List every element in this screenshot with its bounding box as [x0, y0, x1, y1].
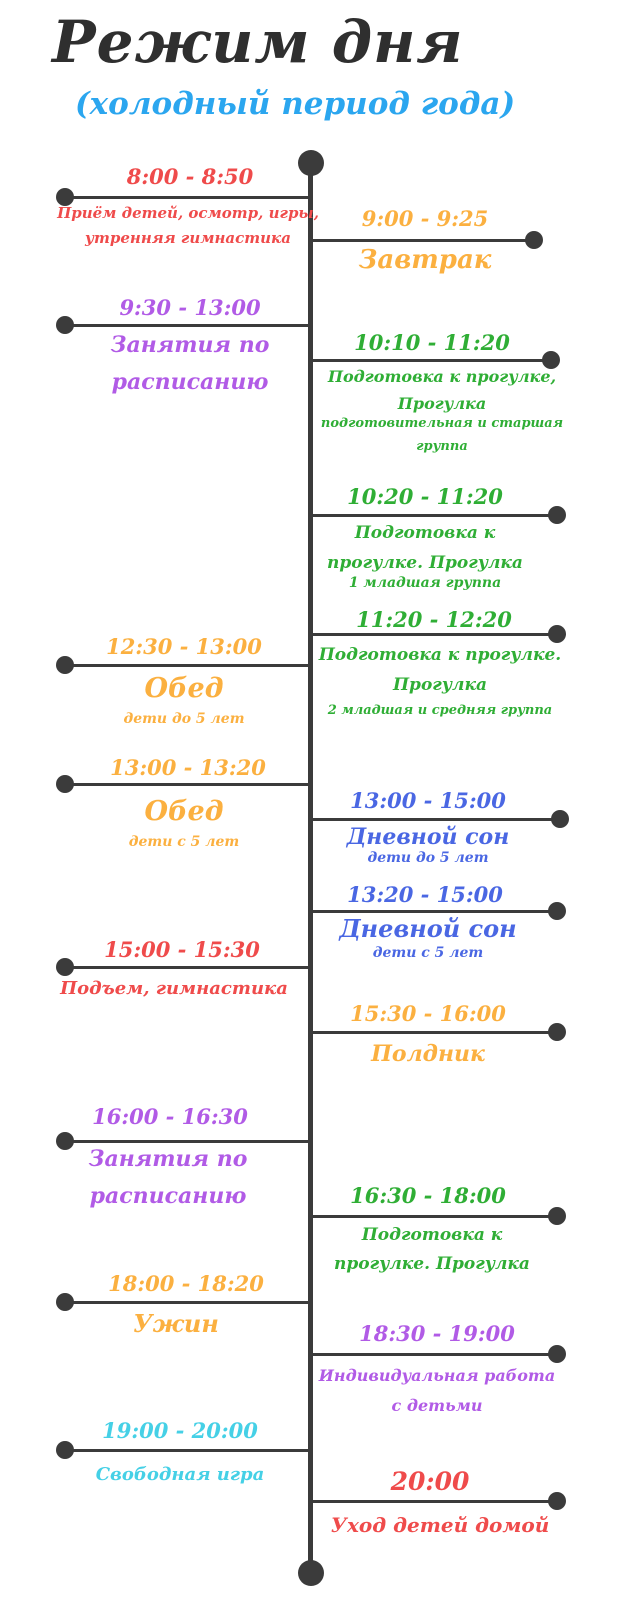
event-label: Подготовка к	[361, 1225, 503, 1245]
event-label: Дневной сон	[339, 914, 517, 943]
branch-line	[64, 324, 310, 327]
timeline-start-node	[298, 150, 324, 176]
event-label: Подготовка к	[354, 523, 496, 543]
branch-line	[64, 1449, 310, 1452]
branch-node	[548, 1345, 566, 1363]
event-note: дети с 5 лет	[128, 834, 240, 850]
event-note: дети до 5 лет	[367, 850, 489, 866]
event-label: Завтрак	[358, 245, 492, 275]
event-label: Подготовка к прогулке,	[327, 367, 557, 386]
branch-line	[311, 633, 557, 636]
timeline-end-node	[298, 1560, 324, 1586]
page-title: Режим дня	[52, 8, 464, 76]
event-label: Подъем, гимнастика	[60, 978, 288, 999]
event-label: с детьми	[391, 1396, 483, 1415]
event-time: 13:00 - 15:00	[350, 788, 506, 813]
event-time: 9:30 - 13:00	[119, 295, 261, 320]
branch-line	[64, 966, 310, 969]
page-subtitle: (холодный период года)	[75, 86, 516, 122]
event-time: 11:20 - 12:20	[356, 607, 512, 632]
event-label: Прогулка	[393, 675, 487, 695]
branch-line	[64, 783, 310, 786]
branch-line	[311, 514, 557, 517]
branch-node	[551, 810, 569, 828]
event-time: 15:00 - 15:30	[104, 937, 260, 962]
branch-node	[548, 506, 566, 524]
event-time: 10:20 - 11:20	[347, 484, 503, 509]
branch-line	[311, 1353, 557, 1356]
event-time: 10:10 - 11:20	[354, 330, 510, 355]
event-label: Дневной сон	[346, 824, 510, 850]
event-label: Ужин	[133, 1309, 219, 1338]
branch-node	[548, 902, 566, 920]
branch-node	[56, 958, 74, 976]
event-note: 1 младшая группа	[348, 575, 502, 591]
branch-node	[56, 1441, 74, 1459]
event-time: 20:00	[390, 1467, 470, 1496]
branch-node	[548, 1207, 566, 1225]
event-label: Уход детей домой	[330, 1513, 550, 1537]
event-time: 9:00 - 9:25	[361, 206, 489, 231]
branch-line	[311, 1031, 557, 1034]
branch-line	[311, 910, 557, 913]
event-label: Обед	[144, 673, 224, 704]
event-note: 2 младшая и средняя группа	[327, 703, 553, 718]
event-label: Подготовка к прогулке.	[318, 645, 562, 665]
event-time: 15:30 - 16:00	[350, 1001, 506, 1026]
branch-node	[525, 231, 543, 249]
branch-line	[311, 239, 535, 242]
event-note: группа	[416, 439, 468, 454]
branch-node	[548, 625, 566, 643]
event-time: 18:00 - 18:20	[108, 1271, 264, 1296]
branch-line	[311, 1500, 557, 1503]
branch-node	[548, 1023, 566, 1041]
event-time: 12:30 - 13:00	[106, 634, 262, 659]
event-time: 16:00 - 16:30	[92, 1104, 248, 1129]
branch-node	[56, 775, 74, 793]
event-time: 13:20 - 15:00	[347, 882, 503, 907]
event-note: дети до 5 лет	[123, 711, 245, 727]
event-label: утренняя гимнастика	[85, 229, 291, 247]
event-time: 13:00 - 13:20	[110, 755, 266, 780]
event-label: Приём детей, осмотр, игры,	[57, 204, 319, 222]
branch-line	[311, 818, 561, 821]
event-label: прогулке. Прогулка	[327, 553, 523, 573]
event-time: 16:30 - 18:00	[350, 1183, 506, 1208]
branch-node	[56, 1293, 74, 1311]
event-label: Обед	[144, 796, 224, 827]
event-label: Свободная игра	[95, 1464, 265, 1485]
event-label: расписанию	[111, 369, 269, 395]
event-label: Прогулка	[397, 394, 487, 413]
event-label: Полдник	[371, 1041, 485, 1067]
event-time: 19:00 - 20:00	[102, 1418, 258, 1443]
event-label: расписанию	[89, 1183, 247, 1209]
event-time: 18:30 - 19:00	[359, 1321, 515, 1346]
branch-node	[548, 1492, 566, 1510]
branch-line	[64, 664, 310, 667]
branch-line	[64, 1301, 310, 1304]
event-note: подготовительная и старшая	[320, 416, 564, 431]
branch-line	[64, 1140, 310, 1143]
event-label: Индивидуальная работа	[318, 1366, 556, 1385]
branch-line	[64, 196, 310, 199]
event-time: 8:00 - 8:50	[126, 164, 254, 189]
event-label: Занятия по	[88, 1146, 248, 1172]
branch-node	[56, 1132, 74, 1150]
branch-line	[311, 359, 551, 362]
branch-node	[56, 316, 74, 334]
branch-line	[311, 1215, 557, 1218]
event-label: Занятия по	[110, 332, 270, 358]
event-label: прогулке. Прогулка	[334, 1254, 530, 1274]
branch-node	[56, 656, 74, 674]
branch-node	[542, 351, 560, 369]
event-note: дети с 5 лет	[372, 945, 484, 961]
timeline-axis	[308, 160, 313, 1578]
branch-node	[56, 188, 74, 206]
